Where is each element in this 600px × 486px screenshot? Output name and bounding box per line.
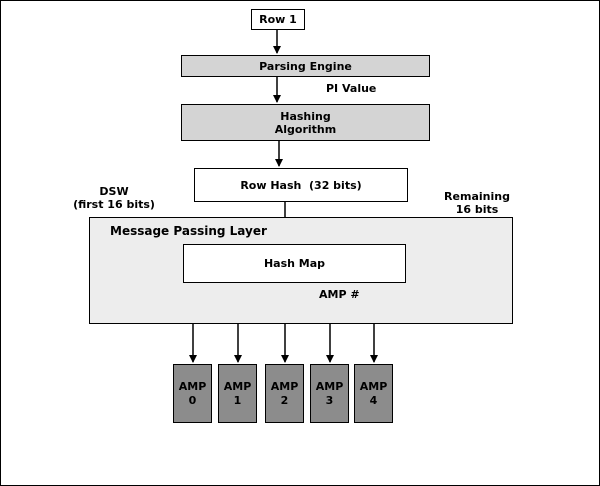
- row1-box: Row 1: [251, 9, 305, 30]
- amp-1-line2: 1: [233, 393, 242, 407]
- amp-4-line2: 4: [369, 393, 378, 407]
- dsw-line2: (first 16 bits): [73, 198, 155, 211]
- amp-0-line2: 0: [188, 393, 197, 407]
- amp-box-3: AMP 3: [310, 364, 349, 423]
- pi-value-label: PI Value: [326, 82, 377, 95]
- parsing-engine-label: Parsing Engine: [259, 59, 352, 73]
- hashing-line2: Algorithm: [274, 122, 337, 136]
- amp-box-1: AMP 1: [218, 364, 257, 423]
- amp-number-label: AMP #: [319, 288, 360, 301]
- amp-3-line2: 3: [325, 393, 334, 407]
- amp-2-line1: AMP: [270, 379, 299, 393]
- row1-label: Row 1: [259, 13, 297, 26]
- dsw-line1: DSW: [99, 185, 129, 198]
- amp-2-line2: 2: [280, 393, 289, 407]
- amp-box-4: AMP 4: [354, 364, 393, 423]
- hashing-line1: Hashing: [280, 109, 331, 123]
- hash-map-label: Hash Map: [263, 257, 326, 270]
- amp-4-line1: AMP: [359, 379, 388, 393]
- row-hash-box: Row Hash (32 bits): [194, 168, 408, 202]
- row-hash-label: Row Hash (32 bits): [240, 178, 362, 192]
- message-passing-layer-title: Message Passing Layer: [110, 224, 267, 238]
- remaining-line2: 16 bits: [455, 203, 499, 216]
- amp-3-line1: AMP: [315, 379, 344, 393]
- hash-map-box: Hash Map: [183, 244, 406, 283]
- amp-box-2: AMP 2: [265, 364, 304, 423]
- remaining-label: Remaining 16 bits: [439, 190, 515, 216]
- dsw-label: DSW (first 16 bits): [73, 185, 155, 211]
- amp-1-line1: AMP: [223, 379, 252, 393]
- remaining-line1: Remaining: [444, 190, 510, 203]
- hashing-algorithm-box: Hashing Algorithm: [181, 104, 430, 141]
- amp-box-0: AMP 0: [173, 364, 212, 423]
- parsing-engine-box: Parsing Engine: [181, 55, 430, 77]
- amp-0-line1: AMP: [178, 379, 207, 393]
